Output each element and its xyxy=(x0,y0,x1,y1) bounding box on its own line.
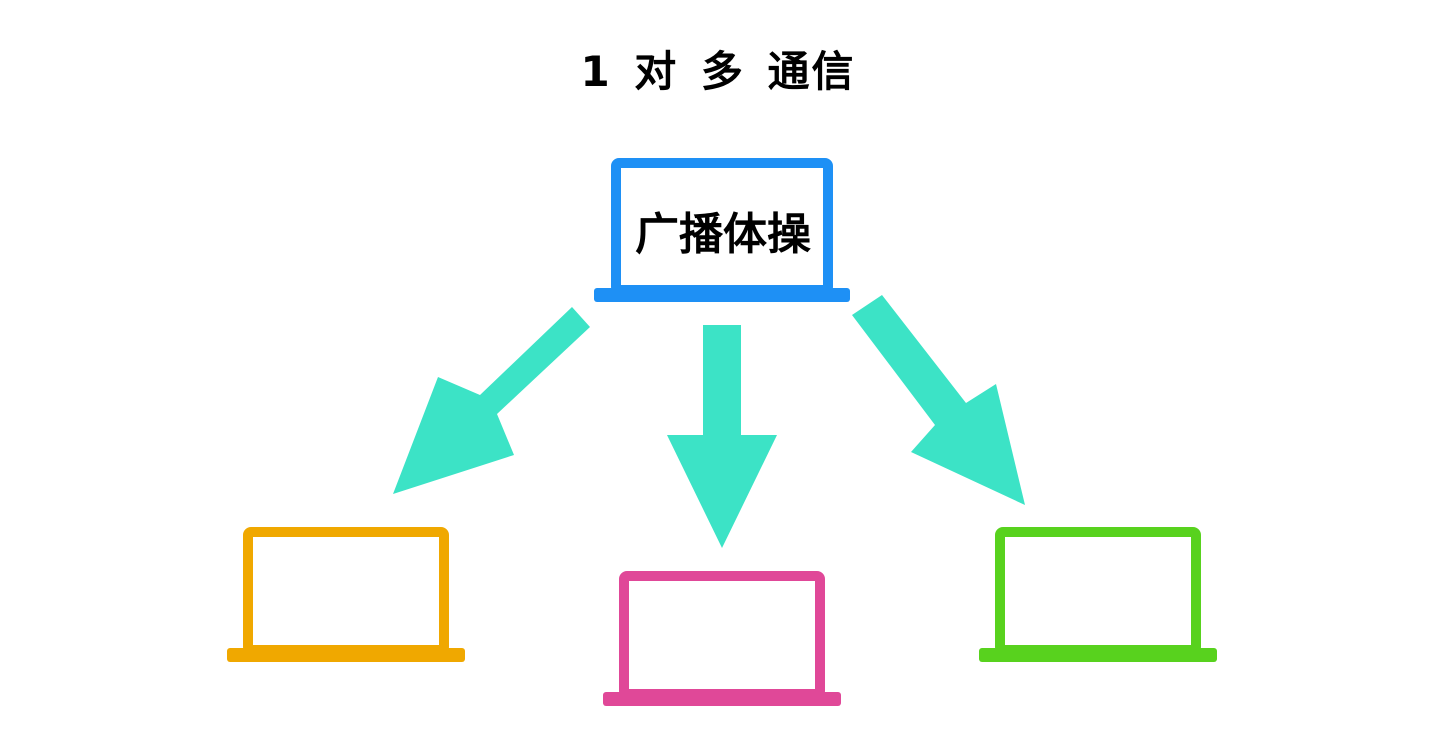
right-receiver-laptop-icon xyxy=(979,527,1217,662)
arrow-to-right-receiver xyxy=(852,295,1025,505)
left-receiver-base xyxy=(227,648,465,662)
arrow-to-left-receiver xyxy=(393,307,590,494)
left-receiver-laptop-icon xyxy=(227,527,465,662)
source-screen-label: 广播体操 xyxy=(635,209,811,260)
page-title: 1 对 多 通信 xyxy=(580,47,856,96)
right-receiver-screen xyxy=(995,527,1201,655)
middle-receiver-base xyxy=(603,692,841,706)
left-receiver-screen xyxy=(243,527,449,655)
arrow-to-middle-receiver xyxy=(667,325,777,548)
middle-receiver-laptop-icon xyxy=(603,571,841,706)
source-laptop-base xyxy=(594,288,850,302)
middle-receiver-screen xyxy=(619,571,825,699)
source-laptop-icon xyxy=(594,158,850,302)
right-receiver-base xyxy=(979,648,1217,662)
